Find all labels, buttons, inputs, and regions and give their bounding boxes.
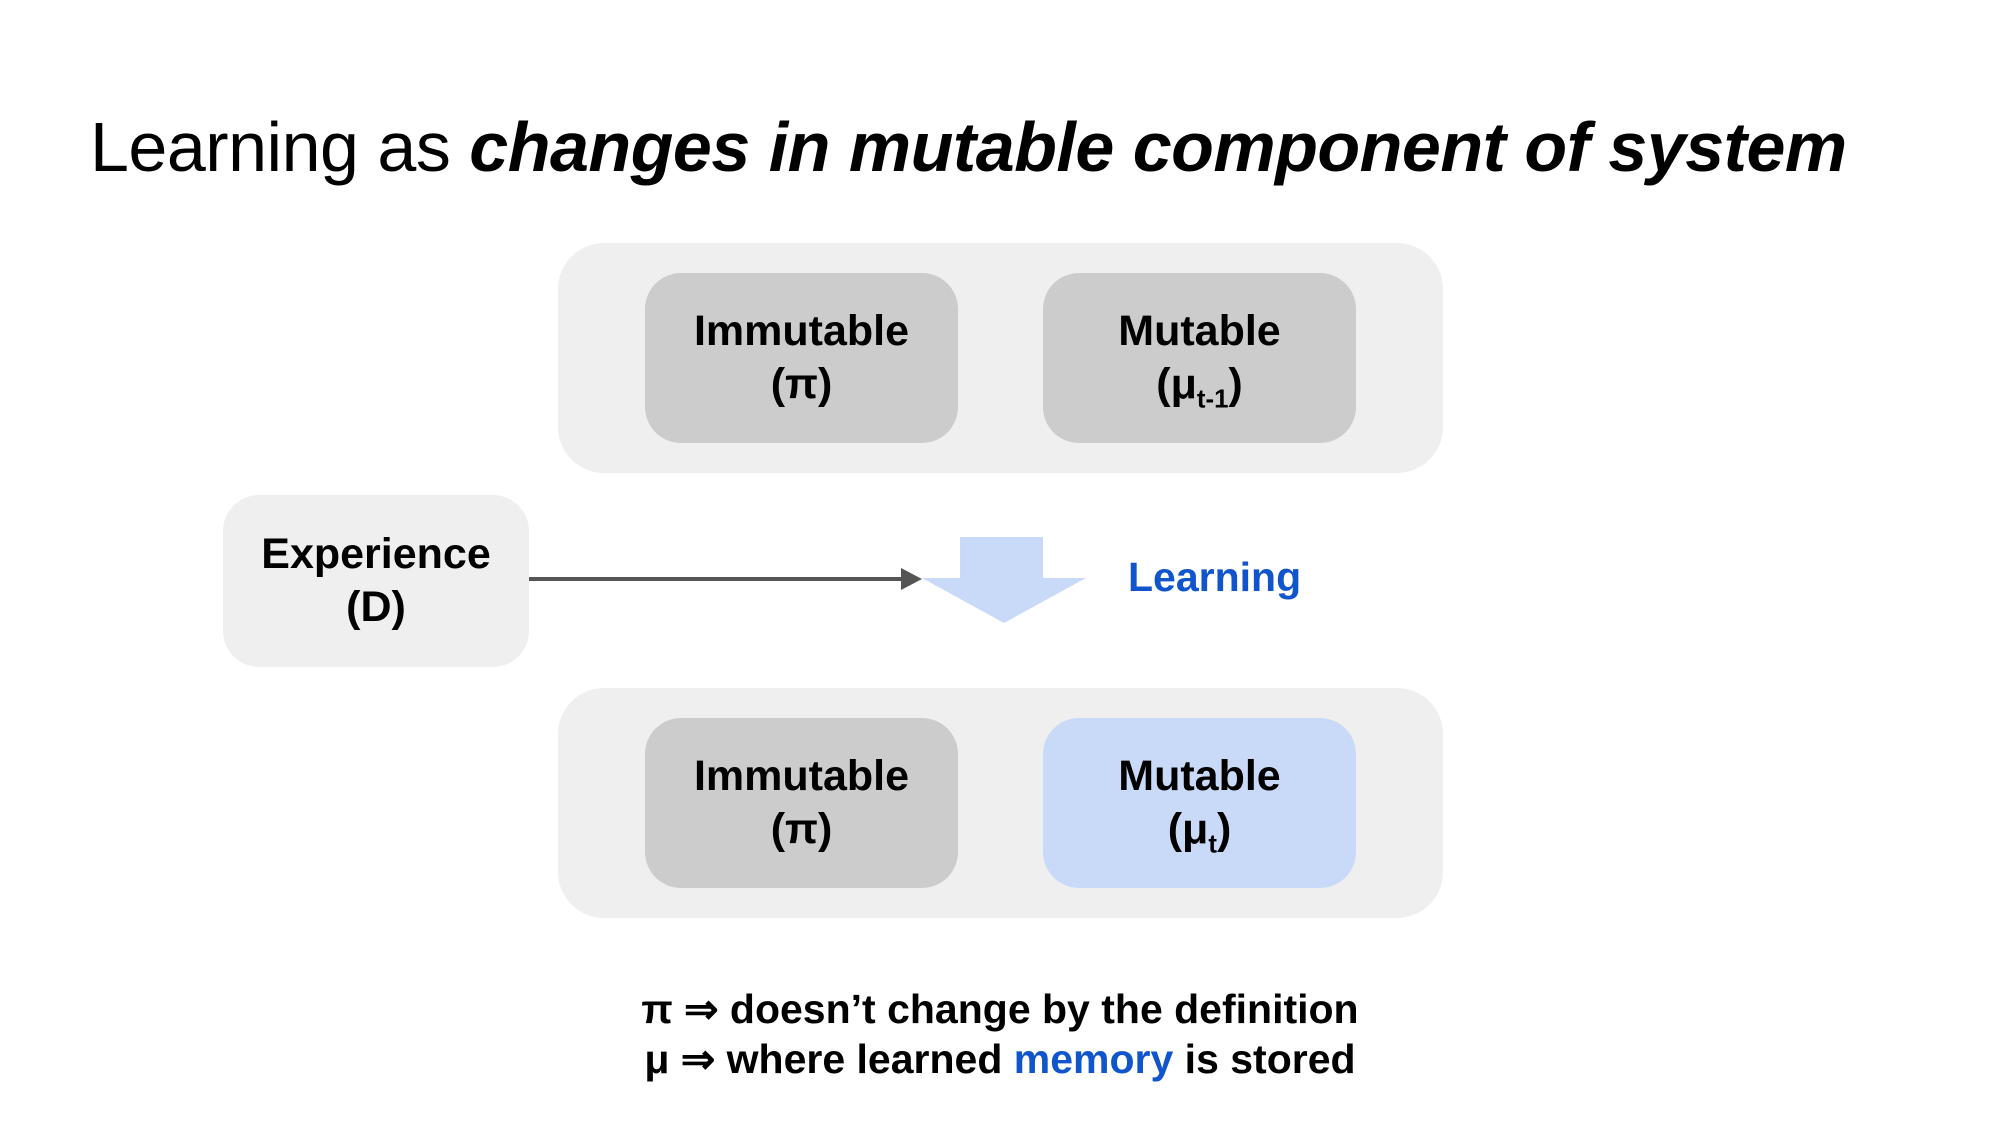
- learning-label: Learning: [1128, 554, 1302, 600]
- mutable-before-symbol-main: (μ: [1156, 360, 1197, 408]
- mutable-box-before: Mutable (μt-1): [1043, 273, 1356, 443]
- mutable-before-symbol-subscript: t-1: [1196, 385, 1229, 414]
- footnote-line-2-prefix: μ ⇒ where learned: [644, 1036, 1014, 1082]
- footnotes: π ⇒ doesn’t change by the definition μ ⇒…: [500, 984, 1500, 1084]
- immutable-after-label: Immutable: [693, 752, 910, 800]
- experience-label: Experience: [261, 530, 491, 578]
- immutable-before-symbol: (π): [770, 360, 833, 408]
- footnote-line-2: μ ⇒ where learned memory is stored: [500, 1034, 1500, 1084]
- immutable-before-label: Immutable: [693, 307, 910, 355]
- footnote-line-1: π ⇒ doesn’t change by the definition: [641, 986, 1359, 1032]
- mutable-before-symbol-end: ): [1228, 360, 1243, 408]
- down-block-arrow-icon: [922, 537, 1086, 623]
- experience-to-learning-arrow-line: [529, 577, 903, 581]
- mutable-after-symbol-main: (μ: [1167, 805, 1209, 853]
- footnote-line-2-suffix: is stored: [1173, 1036, 1356, 1082]
- mutable-after-symbol-subscript: t: [1208, 830, 1217, 859]
- mutable-after-symbol: (μt): [1043, 803, 1356, 859]
- system-state-before-container: Immutable (π) Mutable (μt-1): [558, 243, 1443, 473]
- experience-symbol: (D): [346, 583, 406, 631]
- immutable-box-before: Immutable (π): [645, 273, 958, 443]
- experience-to-learning-arrowhead-icon: [901, 568, 922, 590]
- title-regular-text: Learning as: [90, 108, 470, 186]
- immutable-box-after: Immutable (π): [645, 718, 958, 888]
- mutable-after-symbol-end: ): [1216, 805, 1232, 853]
- mutable-box-after: Mutable (μt): [1043, 718, 1356, 888]
- immutable-after-symbol: (π): [770, 805, 833, 853]
- mutable-after-label: Mutable: [1118, 752, 1281, 800]
- experience-box: Experience (D): [223, 495, 529, 667]
- mutable-before-symbol: (μt-1): [1043, 358, 1356, 414]
- title-emphasis-text: changes in mutable component of system: [469, 108, 1847, 186]
- mutable-before-label: Mutable: [1118, 307, 1281, 355]
- system-state-after-container: Immutable (π) Mutable (μt): [558, 688, 1443, 918]
- page-title: Learning as changes in mutable component…: [90, 104, 1847, 190]
- footnote-line-2-highlight: memory: [1013, 1036, 1174, 1082]
